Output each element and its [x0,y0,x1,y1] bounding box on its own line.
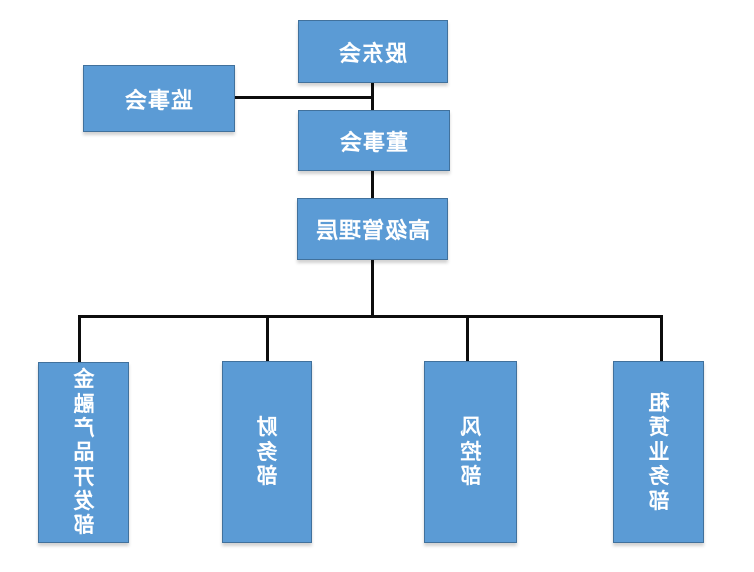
connector-supervisory-trunk [235,96,374,99]
node-board-of-directors: 董事会 [298,110,450,171]
node-board-of-directors-label: 董事会 [339,130,409,156]
node-shareholders-meeting: 股东会 [298,20,448,83]
node-senior-management: 高级管理层 [297,198,448,260]
node-senior-management-label: 高级管理层 [314,219,430,244]
node-dept-risk-control-label: 风控部 [460,415,481,489]
connector-drop-finance [266,315,269,361]
node-supervisory-board: 监事会 [83,65,235,132]
connector-drop-risk-control [466,315,469,361]
connector-board-senior-management [371,170,374,200]
node-dept-risk-control: 风控部 [424,361,517,543]
node-dept-financial-product-development: 金融产品开发部 [38,362,129,543]
connector-drop-product-dev [78,315,81,362]
node-dept-finance-label: 财务部 [256,415,278,489]
connector-drop-leasing [660,315,663,362]
node-dept-leasing-business-label: 租赁业务部 [648,391,669,513]
node-shareholders-meeting-label: 股东会 [338,41,408,67]
connector-senior-management-bus [371,260,374,317]
connector-departments-bus [78,315,663,318]
node-dept-leasing-business: 租赁业务部 [613,361,704,543]
node-supervisory-board-label: 监事会 [124,88,194,114]
node-dept-finance: 财务部 [222,361,312,543]
node-dept-financial-product-development-label: 金融产品开发部 [73,367,94,538]
